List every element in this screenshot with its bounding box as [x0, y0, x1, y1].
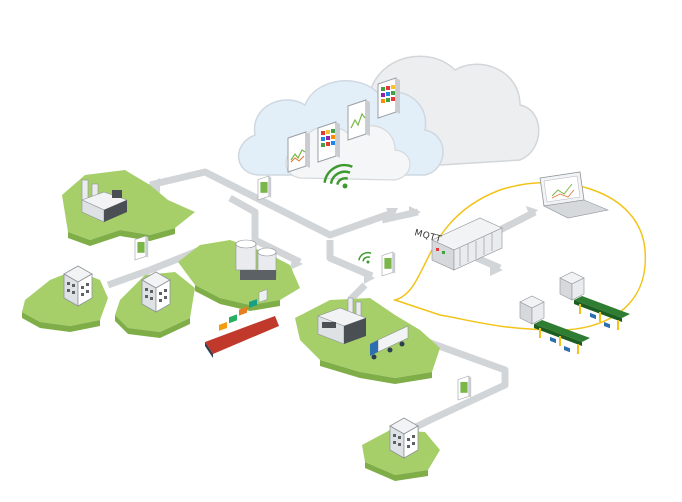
report-document-icon: [458, 376, 471, 400]
conveyor-machine-icon: [560, 272, 630, 330]
cloud-icon: [239, 56, 539, 180]
report-document-icon: [288, 132, 310, 172]
mqtt-label: MQTT: [413, 228, 442, 245]
office-building-icon: [142, 272, 170, 312]
report-document-icon: [135, 236, 148, 260]
office-building-icon: [390, 418, 418, 458]
laptop-icon: [540, 172, 608, 218]
report-document-icon: [318, 122, 340, 162]
landmass-factory-right: [295, 298, 440, 384]
report-document-icon: [258, 176, 271, 200]
office-building-icon: [64, 266, 92, 306]
report-document-icon: [378, 78, 400, 118]
report-document-icon: [348, 100, 370, 140]
wifi-icon: [357, 250, 371, 263]
report-document-icon: [382, 252, 395, 276]
